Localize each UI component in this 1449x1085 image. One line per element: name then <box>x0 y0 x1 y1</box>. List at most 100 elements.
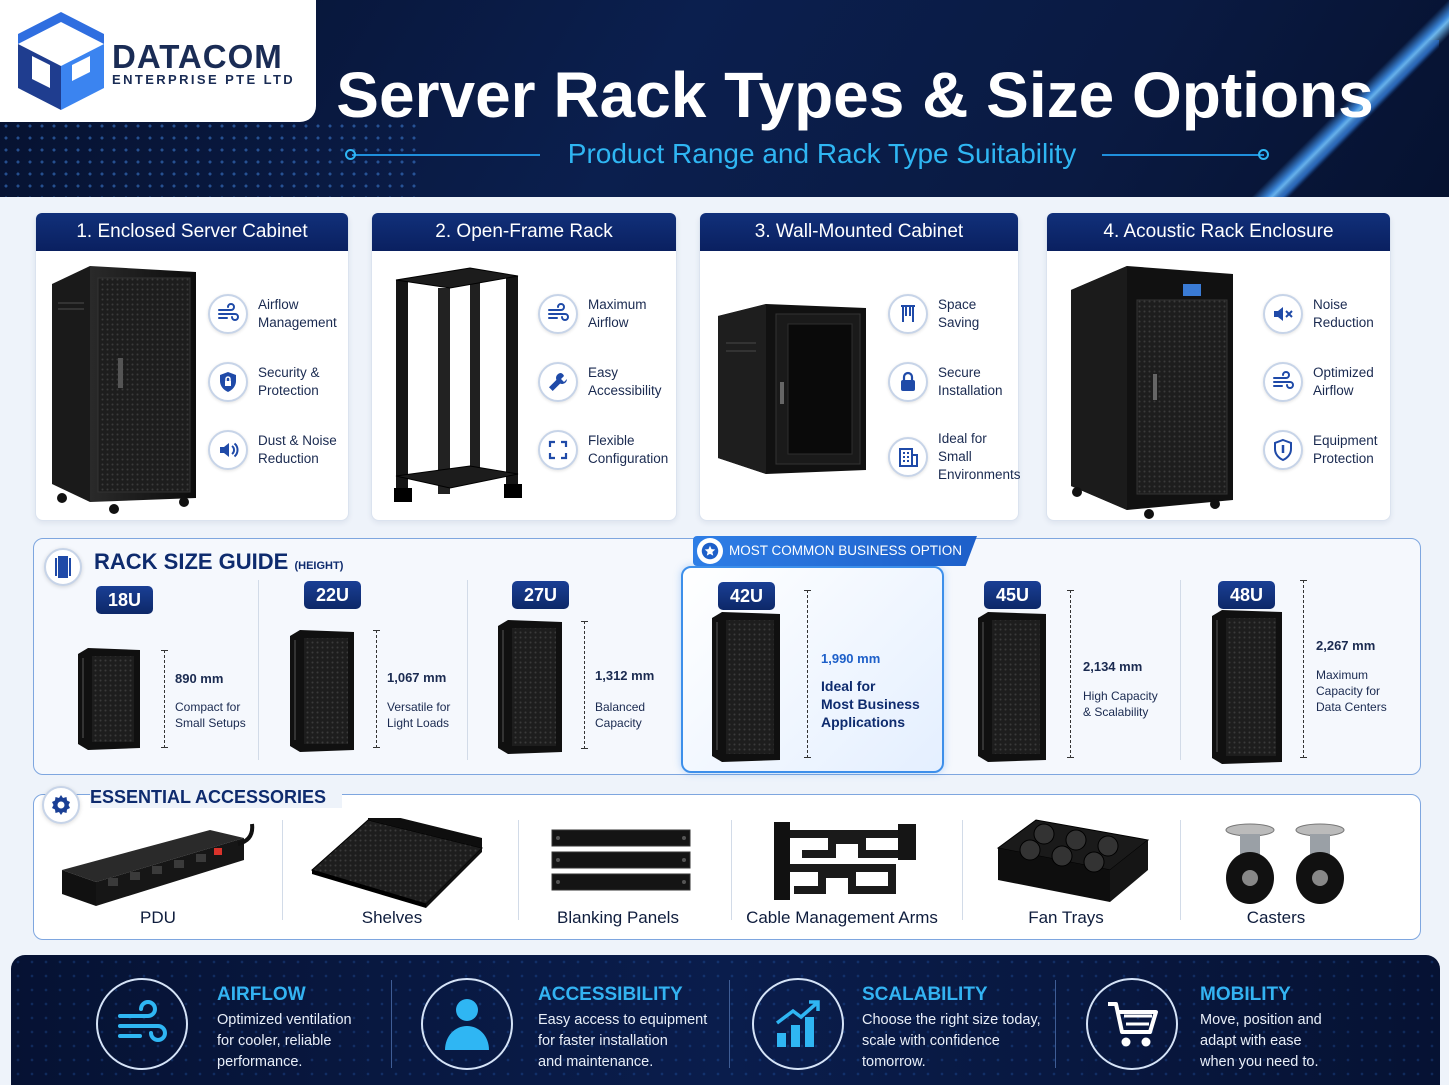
feature-label: Noise Reduction <box>1313 297 1374 330</box>
person-icon <box>421 978 513 1070</box>
size-badge-22u[interactable]: 22U <box>304 581 362 609</box>
padlock-icon <box>888 362 928 402</box>
feature-label: Secure Installation <box>938 365 1003 398</box>
benefits-footer <box>11 955 1440 1085</box>
size-height-22u: 1,067 mm <box>387 670 447 685</box>
feature-optimized-airflow: Optimized Airflow <box>1263 362 1374 402</box>
size-divider <box>1180 580 1181 760</box>
subtitle-rule-left <box>352 154 540 156</box>
benefit-text-mobility: Move, position and adapt with ease when … <box>1200 1012 1322 1070</box>
size-badge-27u[interactable]: 27U <box>512 581 570 609</box>
rack-27u-image <box>498 620 562 754</box>
accessories-panel <box>33 794 1421 940</box>
size-height-27u: 1,312 mm <box>595 668 655 683</box>
enclosed-cabinet-image <box>52 266 196 514</box>
feature-label: Airflow Management <box>258 297 337 330</box>
size-badge-42u[interactable]: 42U <box>718 582 776 610</box>
airflow-icon <box>1263 362 1303 402</box>
expand-icon <box>538 430 578 470</box>
feature-dust-noise: Dust & Noise Reduction <box>208 430 337 470</box>
feature-flexible-configuration: Flexible Configuration <box>538 430 668 470</box>
footer-separator <box>1055 980 1056 1068</box>
feature-small-environments: Ideal for Small Environments <box>888 430 1021 484</box>
benefit-text-airflow: Optimized ventilation for cooler, reliab… <box>217 1012 352 1070</box>
casters-image[interactable] <box>1218 822 1352 906</box>
wall-mounted-cabinet-image <box>718 304 866 474</box>
height-dimension-line <box>373 630 380 748</box>
wind-icon <box>96 978 188 1070</box>
subtitle-dot-right <box>1258 149 1269 160</box>
logo-card[interactable]: DATACOM ENTERPRISE PTE LTD <box>0 0 316 122</box>
airflow-icon <box>538 294 578 334</box>
acoustic-enclosure-image <box>1071 266 1233 519</box>
feature-security: Security & Protection <box>208 362 320 402</box>
most-common-ribbon: MOST COMMON BUSINESS OPTION <box>693 536 977 566</box>
feature-label: Maximum Airflow <box>588 297 647 330</box>
brand-subtitle: ENTERPRISE PTE LTD <box>112 72 296 87</box>
feature-maximum-airflow: Maximum Airflow <box>538 294 647 334</box>
benefit-title-scalability: SCALABILITY <box>862 984 988 1005</box>
feature-label: Easy Accessibility <box>588 365 662 398</box>
size-note-18u: Compact for Small Setups <box>175 700 246 730</box>
cart-icon <box>1086 978 1178 1070</box>
card-title: 1. Enclosed Server Cabinet <box>36 213 348 251</box>
rack-type-card-open-frame[interactable]: 2. Open-Frame Rack Maximum Airflow Easy … <box>371 213 677 521</box>
feature-noise-reduction: Noise Reduction <box>1263 294 1374 334</box>
accessory-divider <box>518 820 519 920</box>
rack-icon <box>44 548 82 586</box>
size-badge-45u[interactable]: 45U <box>984 581 1042 609</box>
size-badge-48u[interactable]: 48U <box>1218 581 1276 609</box>
benefit-title-airflow: AIRFLOW <box>217 984 306 1005</box>
light-streak-secondary <box>1239 40 1439 197</box>
shelves-image[interactable] <box>308 818 484 910</box>
fan-tray-image[interactable] <box>996 818 1150 904</box>
mute-icon <box>1263 294 1303 334</box>
size-height-45u: 2,134 mm <box>1083 659 1143 674</box>
wall-mount-icon <box>888 294 928 334</box>
feature-easy-accessibility: Easy Accessibility <box>538 362 662 402</box>
feature-label: Security & Protection <box>258 365 320 398</box>
rack-45u-image <box>978 612 1046 762</box>
accessory-label-cable-management-arms: Cable Management Arms <box>746 908 938 927</box>
cable-management-arm-image[interactable] <box>772 814 920 906</box>
card-title: 2. Open-Frame Rack <box>372 213 676 251</box>
size-height-18u: 890 mm <box>175 671 224 686</box>
accessory-label-casters: Casters <box>1246 908 1306 927</box>
accessory-label-pdu: PDU <box>140 908 176 927</box>
footer-separator <box>729 980 730 1068</box>
size-divider <box>467 580 468 760</box>
building-icon <box>888 437 928 477</box>
shield-icon <box>1263 430 1303 470</box>
feature-label: Flexible Configuration <box>588 433 669 466</box>
accessory-label-blanking-panels: Blanking Panels <box>557 908 679 927</box>
benefit-title-accessibility: ACCESSIBILITY <box>538 984 683 1005</box>
growth-chart-icon <box>752 978 844 1070</box>
size-note-45u: High Capacity & Scalability <box>1083 689 1158 719</box>
pdu-image[interactable] <box>58 822 258 908</box>
height-dimension-line <box>161 650 168 748</box>
datacom-logo-icon <box>18 12 104 110</box>
rack-type-card-wall-mounted[interactable]: 3. Wall-Mounted Cabinet Space Saving Sec… <box>699 213 1021 521</box>
rack-22u-image <box>290 630 354 752</box>
benefit-text-scalability: Choose the right size today, scale with … <box>862 1012 1041 1070</box>
rack-42u-image <box>712 612 780 762</box>
rack-48u-image <box>1212 610 1282 764</box>
size-note-48u: Maximum Capacity for Data Centers <box>1316 668 1387 714</box>
footer-separator <box>391 980 392 1068</box>
page-title: Server Rack Types & Size Options <box>336 59 1374 131</box>
page-subtitle: Product Range and Rack Type Suitability <box>567 138 1077 169</box>
rack-type-card-enclosed[interactable]: 1. Enclosed Server Cabinet Airflow Manag… <box>35 213 349 521</box>
accessory-divider <box>962 820 963 920</box>
rack-type-card-acoustic[interactable]: 4. Acoustic Rack Enclosure Noise Reducti… <box>1046 213 1391 521</box>
blanking-panels-image[interactable] <box>550 828 692 894</box>
feature-equipment-protection: Equipment Protection <box>1263 430 1378 470</box>
accessories-title: ESSENTIAL ACCESSORIES <box>90 787 343 808</box>
gear-icon <box>42 786 80 824</box>
wrench-icon <box>538 362 578 402</box>
star-icon <box>697 538 723 564</box>
feature-label: Optimized Airflow <box>1313 365 1374 398</box>
size-badge-18u[interactable]: 18U <box>96 586 154 614</box>
size-note-27u: Balanced Capacity <box>595 700 646 730</box>
height-dimension-line <box>804 590 811 758</box>
size-height-42u: 1,990 mm <box>821 651 881 666</box>
